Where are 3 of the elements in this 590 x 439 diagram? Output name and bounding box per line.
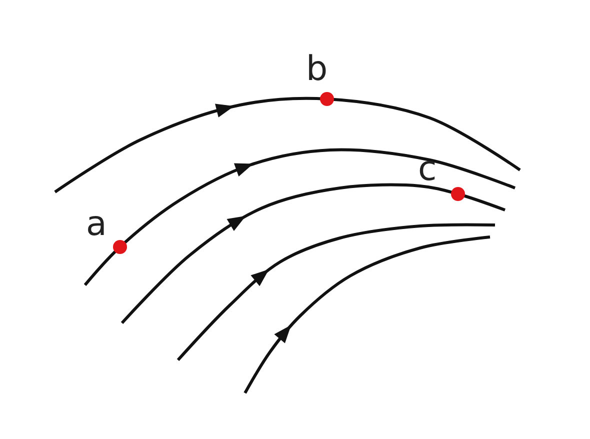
point-label: a xyxy=(86,207,107,241)
point-label: c xyxy=(418,152,437,186)
point-label: b xyxy=(306,52,328,86)
